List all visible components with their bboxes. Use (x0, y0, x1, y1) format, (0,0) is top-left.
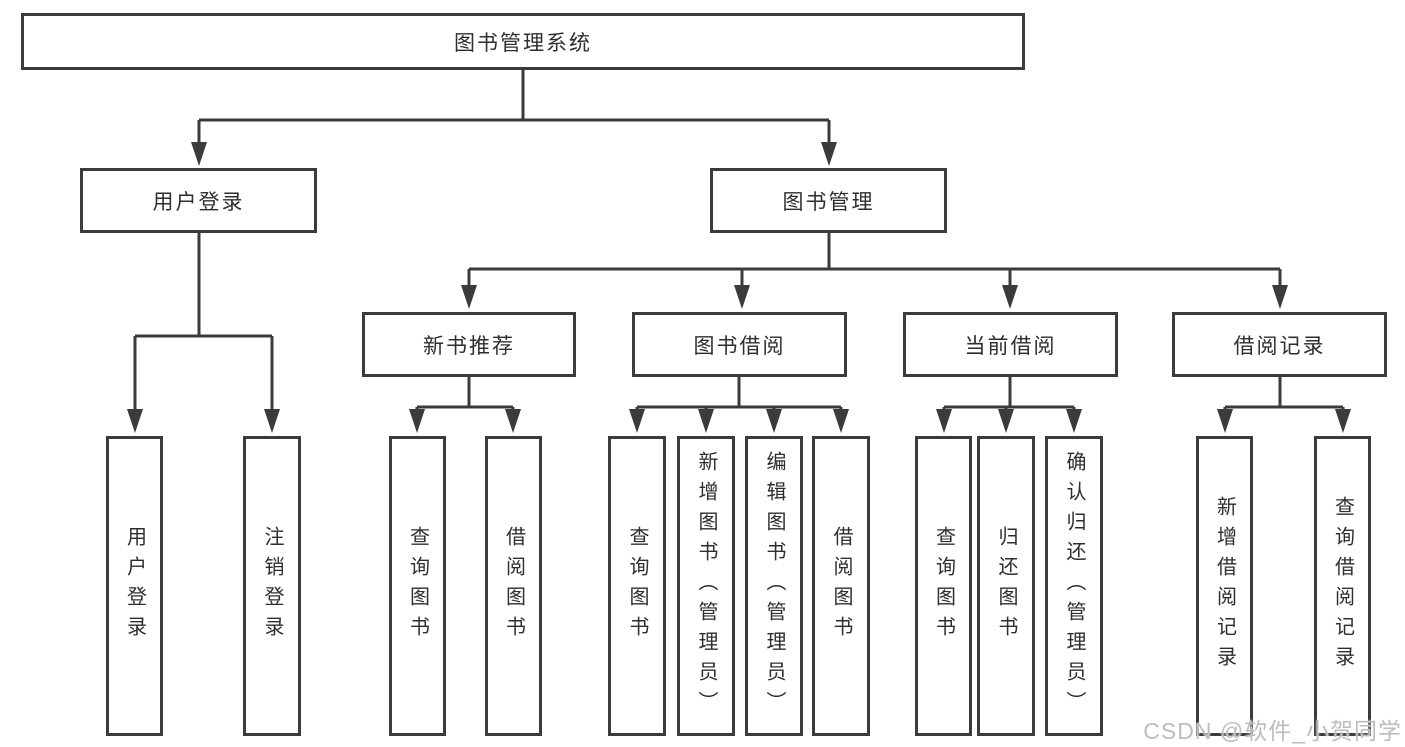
leaf-label: 编辑图书（管理员） (763, 451, 785, 721)
leaf-borrow-books: 借阅图书 (812, 436, 870, 736)
leaf-label: 新增借阅记录 (1213, 496, 1236, 676)
leaf-label: 查询图书 (626, 526, 648, 646)
leaf-label: 查询图书 (932, 526, 955, 646)
leaf-return-books: 归还图书 (977, 436, 1035, 736)
leaf-label: 注销登录 (261, 526, 283, 646)
leaf-label: 借阅图书 (502, 526, 525, 646)
leaf-query-books-borrow: 查询图书 (608, 436, 666, 736)
node-root-library-system: 图书管理系统 (21, 13, 1025, 70)
leaf-query-books-current: 查询图书 (915, 436, 972, 736)
arrowheads (127, 142, 1351, 433)
leaf-logout: 注销登录 (243, 436, 301, 736)
leaf-add-borrow-record: 新增借阅记录 (1196, 436, 1253, 736)
node-user-login: 用户登录 (80, 168, 317, 233)
node-current-borrow: 当前借阅 (903, 312, 1118, 377)
leaf-confirm-return-admin: 确认归还（管理员） (1045, 436, 1103, 736)
node-new-book-recommend: 新书推荐 (362, 312, 576, 377)
leaf-edit-books-admin: 编辑图书（管理员） (745, 436, 803, 736)
node-book-borrow: 图书借阅 (632, 312, 847, 377)
leaf-borrow-books-recommend: 借阅图书 (485, 436, 542, 736)
node-borrow-record: 借阅记录 (1172, 312, 1387, 377)
leaf-label: 新增图书（管理员） (695, 451, 717, 721)
leaf-label: 用户登录 (123, 526, 146, 646)
leaf-label: 归还图书 (995, 526, 1017, 646)
csdn-watermark: CSDN @软件_小贺同学 (1143, 718, 1402, 744)
leaf-label: 查询图书 (406, 526, 429, 646)
leaf-query-borrow-record: 查询借阅记录 (1314, 436, 1371, 736)
leaf-query-books-recommend: 查询图书 (389, 436, 446, 736)
leaf-label: 确认归还（管理员） (1063, 451, 1085, 721)
leaf-label: 查询借阅记录 (1331, 496, 1354, 676)
leaf-label: 借阅图书 (830, 526, 852, 646)
leaf-user-login: 用户登录 (106, 436, 163, 736)
node-book-management: 图书管理 (710, 168, 947, 233)
leaf-add-books-admin: 新增图书（管理员） (677, 436, 735, 736)
